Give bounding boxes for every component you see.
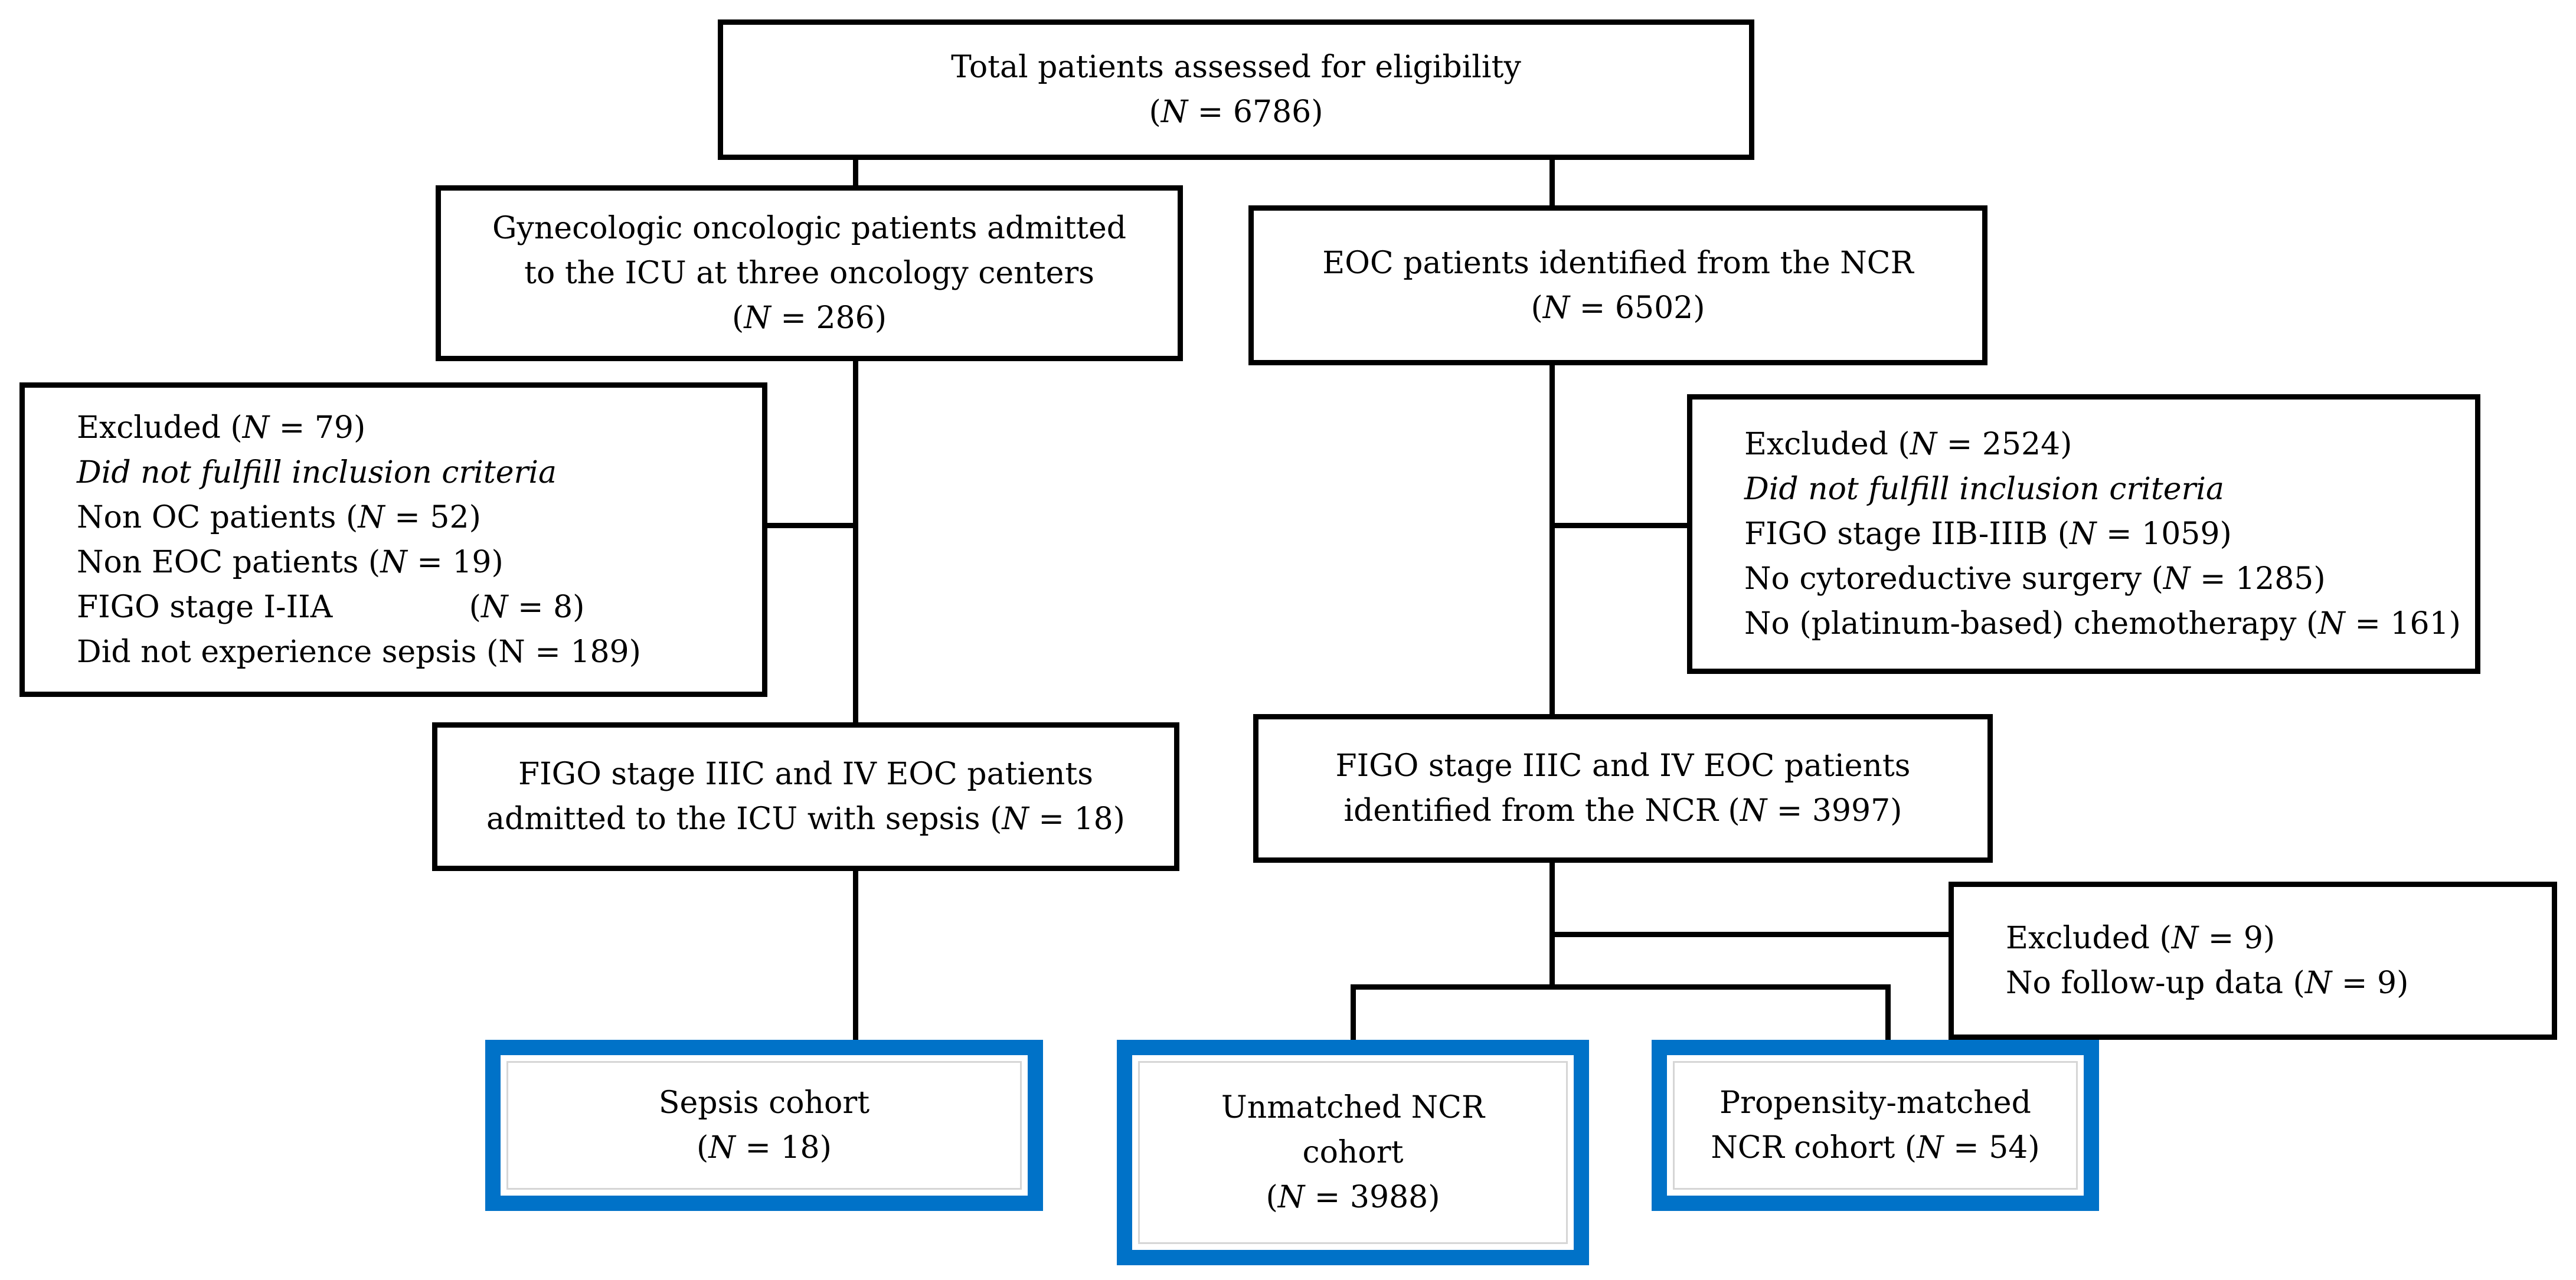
text-line: FIGO stage I-IIA (N = 8)	[77, 589, 585, 625]
text-line: cohort	[1302, 1135, 1404, 1170]
connector-followup-exclusion	[1549, 932, 1951, 937]
text-line: Propensity-matched	[1719, 1085, 2031, 1121]
text-line: Gynecologic oncologic patients admitted	[492, 211, 1127, 246]
connector-split-to-unmatched	[1351, 984, 1356, 1042]
text-line: Non EOC patients (N = 19)	[77, 544, 504, 580]
text-line: FIGO stage IIIC and IV EOC patients	[1335, 748, 1911, 784]
text-line: Total patients assessed for eligibility	[951, 50, 1521, 85]
text-line: No cytoreductive surgery (N = 1285)	[1744, 561, 2326, 597]
box-ncr-figo: FIGO stage IIIC and IV EOC patients ident…	[1253, 714, 1993, 863]
text-line: NCR cohort (N = 54)	[1711, 1130, 2040, 1166]
text-line: admitted to the ICU with sepsis (N = 18)	[486, 801, 1125, 837]
connector-icu-exclusion	[764, 523, 858, 528]
box-total-eligibility: Total patients assessed for eligibility (…	[718, 19, 1754, 160]
text-line: to the ICU at three oncology centers	[524, 256, 1094, 291]
text-line: Non OC patients (N = 52)	[77, 499, 481, 535]
connector-ncr-exclusion	[1549, 523, 1691, 528]
box-followup-exclusions: Excluded (N = 9) No follow-up data (N = 9…	[1949, 882, 2557, 1040]
text-line: Did not experience sepsis (N = 189)	[77, 634, 641, 670]
text-line: (N = 3988)	[1266, 1180, 1440, 1215]
connector-ncr-to-figo	[1549, 362, 1555, 716]
box-sepsis-cohort: Sepsis cohort (N = 18)	[485, 1040, 1043, 1211]
text-line: Excluded (N = 9)	[2006, 921, 2276, 956]
text-line: identified from the NCR (N = 3997)	[1343, 793, 1902, 829]
connector-icu-to-figo	[853, 359, 858, 725]
text-line: EOC patients identified from the NCR	[1322, 245, 1914, 281]
box-icu-figo-sepsis: FIGO stage IIIC and IV EOC patients admit…	[432, 722, 1179, 871]
connector-cohort-split	[1351, 984, 1891, 990]
text-line: (N = 18)	[697, 1130, 832, 1166]
text-line: Unmatched NCR	[1221, 1090, 1485, 1125]
connector-ncr-figo-down	[1549, 860, 1555, 990]
box-ncr-exclusions: Excluded (N = 2524) Did not fulfill inclu…	[1687, 394, 2480, 674]
connector-figo-to-sepsis-cohort	[853, 869, 858, 1042]
text-line: (N = 6502)	[1531, 290, 1705, 326]
text-line: (N = 286)	[732, 300, 887, 336]
box-ncr-eoc: EOC patients identified from the NCR (N =…	[1248, 205, 1987, 365]
text-line: (N = 6786)	[1149, 94, 1323, 130]
text-line: No follow-up data (N = 9)	[2006, 965, 2409, 1001]
text-line: Did not fulfill inclusion criteria	[1744, 472, 2224, 507]
box-icu-admissions: Gynecologic oncologic patients admitted t…	[436, 185, 1183, 361]
text-line: No (platinum-based) chemotherapy (N = 16…	[1744, 606, 2461, 641]
connector-total-to-ncr	[1549, 155, 1555, 209]
connector-split-to-matched	[1885, 984, 1891, 1042]
connector-total-to-icu	[853, 155, 858, 189]
text-line: FIGO stage IIB-IIIB (N = 1059)	[1744, 516, 2232, 552]
text-line: Excluded (N = 2524)	[1744, 427, 2072, 462]
box-unmatched-ncr-cohort: Unmatched NCR cohort (N = 3988)	[1117, 1040, 1589, 1265]
box-icu-exclusions: Excluded (N = 79) Did not fulfill inclusi…	[19, 382, 767, 697]
text-line: Sepsis cohort	[658, 1085, 870, 1121]
text-line: Did not fulfill inclusion criteria	[77, 454, 557, 490]
text-line: Excluded (N = 79)	[77, 410, 366, 446]
text-line: FIGO stage IIIC and IV EOC patients	[518, 757, 1093, 792]
